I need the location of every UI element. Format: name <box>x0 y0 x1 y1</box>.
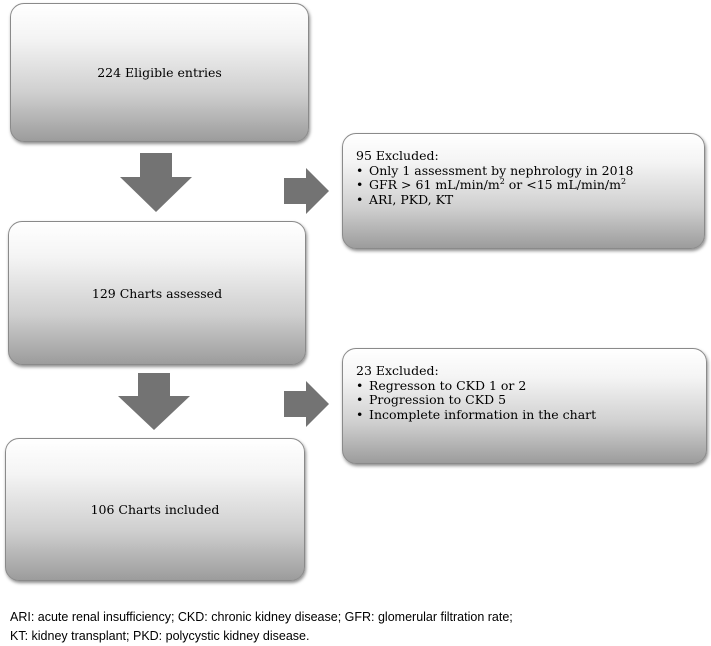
exclusion-2-list: Regresson to CKD 1 or 2 Progression to C… <box>356 378 706 423</box>
exclusion-box-1: 95 Excluded: Only 1 assessment by nephro… <box>342 133 705 249</box>
exclusion-1-list: Only 1 assessment by nephrology in 2018 … <box>356 163 704 208</box>
charts-assessed-box: 129 Charts assessed <box>8 221 306 365</box>
charts-assessed-label: 129 Charts assessed <box>91 285 223 301</box>
exclusion-2-title: 23 Excluded: <box>356 363 439 378</box>
eligible-entries-box: 224 Eligible entries <box>10 3 309 142</box>
exclusion-1-title: 95 Excluded: <box>356 148 439 163</box>
exclusion-2-item: Incomplete information in the chart <box>356 407 706 423</box>
exclusion-2-item: Regresson to CKD 1 or 2 <box>356 378 706 394</box>
down-arrow-icon <box>118 373 190 430</box>
exclusion-2-item: Progression to CKD 5 <box>356 392 706 408</box>
exclusion-box-2: 23 Excluded: Regresson to CKD 1 or 2 Pro… <box>342 348 707 464</box>
exclusion-1-item: ARI, PKD, KT <box>356 192 704 208</box>
charts-included-label: 106 Charts included <box>90 502 220 517</box>
down-arrow-icon <box>120 153 192 212</box>
eligible-entries-label: 224 Eligible entries <box>97 65 222 80</box>
footnote-line-2: KT: kidney transplant; PKD: polycystic k… <box>10 629 310 643</box>
footnote: ARI: acute renal insufficiency; CKD: chr… <box>10 608 513 646</box>
right-arrow-icon <box>284 381 329 427</box>
footnote-line-1: ARI: acute renal insufficiency; CKD: chr… <box>10 610 513 624</box>
exclusion-1-item: Only 1 assessment by nephrology in 2018 <box>356 163 704 179</box>
right-arrow-icon <box>284 168 329 214</box>
charts-included-box: 106 Charts included <box>5 438 305 581</box>
exclusion-1-item: GFR > 61 mL/min/m2 or <15 mL/min/m2 <box>356 177 704 193</box>
